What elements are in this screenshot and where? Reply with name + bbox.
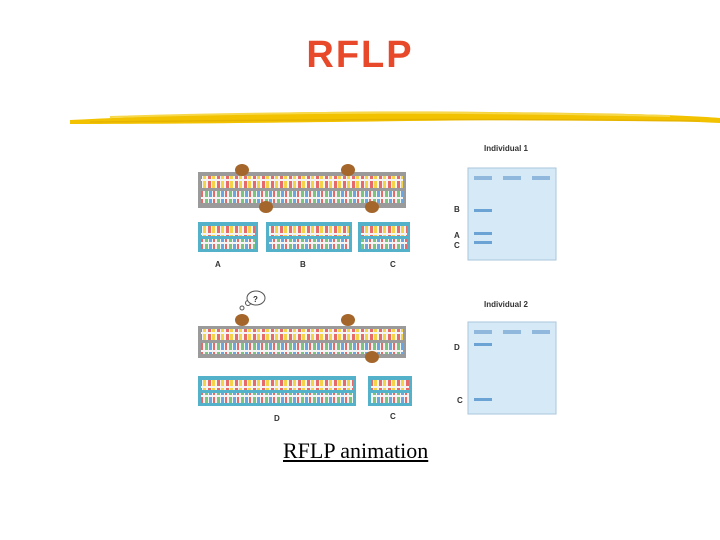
gel2-band-label-d: D — [454, 343, 460, 352]
gel2-bands — [474, 343, 492, 401]
fragment-label-b: B — [300, 260, 306, 269]
rflp-animation-link[interactable]: RFLP animation — [283, 438, 429, 463]
restriction-enzyme-icon-bottom — [235, 314, 379, 363]
dna-fragments-bottom — [198, 376, 412, 406]
restriction-enzyme-icon — [235, 164, 379, 213]
gel2-wells — [474, 330, 550, 334]
gel1-header: Individual 1 — [484, 144, 529, 153]
dna-fragments-top — [198, 222, 410, 252]
gel1-band-label-a: A — [454, 231, 460, 240]
fragment-label-c-bottom: C — [390, 412, 396, 421]
slide-title: RFLP — [306, 34, 414, 76]
gel1-band-label-c: C — [454, 241, 460, 250]
gel1-band-label-b: B — [454, 205, 460, 214]
gel2-band-label-c: C — [457, 396, 463, 405]
title-underline-stroke — [70, 111, 720, 124]
gel1-panel — [467, 167, 557, 261]
gel2-header: Individual 2 — [484, 300, 529, 309]
fragment-label-a: A — [215, 260, 221, 269]
question-bubble-icon — [239, 290, 266, 311]
gel1-wells — [474, 176, 550, 180]
question-mark: ? — [253, 295, 258, 304]
gel1-bands — [474, 209, 492, 244]
fragment-label-c: C — [390, 260, 396, 269]
fragment-label-d: D — [274, 414, 280, 423]
